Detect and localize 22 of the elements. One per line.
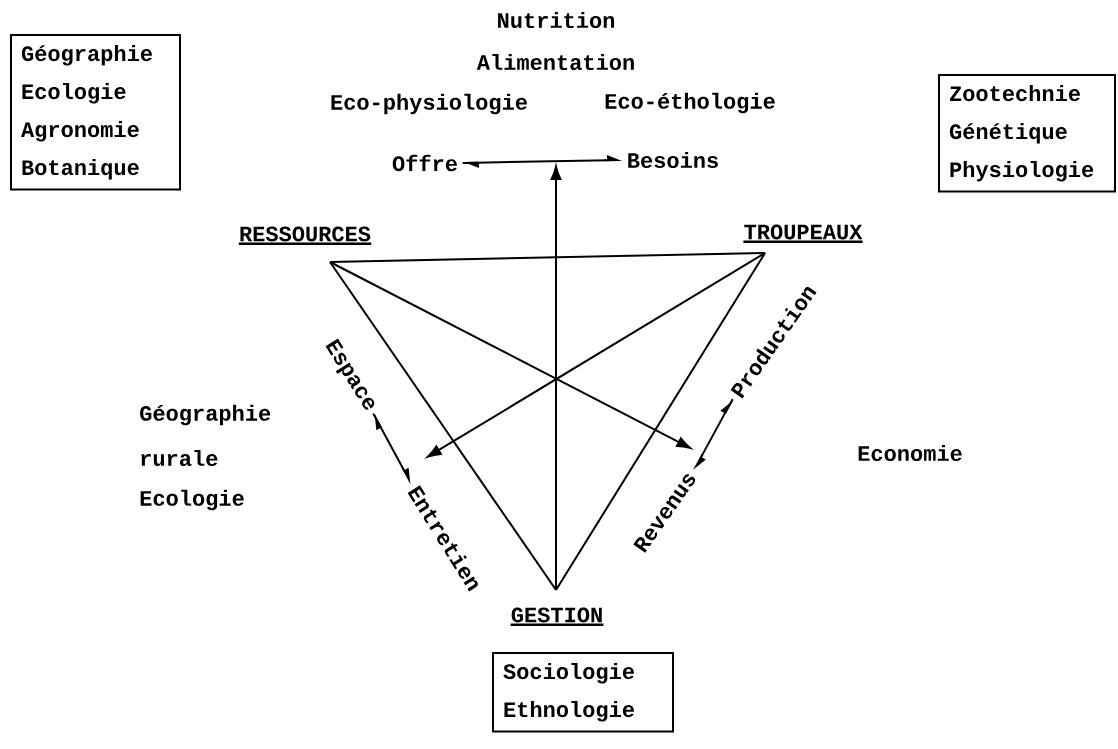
text-label: rurale [141,449,218,467]
pole-heading: TROUPEAUX [743,224,863,243]
arrow [550,165,562,591]
text-label: Eco-éthologie [605,92,775,114]
text-label: Economie [858,444,962,462]
discipline-box: Géographie Ecologie Agronomie Botanique [10,34,181,191]
text-label: Nutrition [498,11,615,29]
flow-label: Besoins [628,151,718,169]
arrow [329,261,691,449]
connector-line [329,252,766,263]
arrow [426,252,766,458]
text-label: Eco-physiologie [331,93,527,115]
discipline-box: Sociologie Ethnologie [492,652,674,733]
text-label: Géographie [140,404,271,426]
connector-line [555,252,766,591]
flow-label: Offre [392,154,457,172]
discipline-box: Zootechnie Génétique Physiologie [938,74,1116,193]
pole-heading: RESSOURCES [238,226,372,245]
text-label: Alimentation [476,53,634,71]
connector-line [329,261,557,591]
pole-heading: GESTION [510,607,604,626]
text-label: Ecologie [140,489,244,511]
